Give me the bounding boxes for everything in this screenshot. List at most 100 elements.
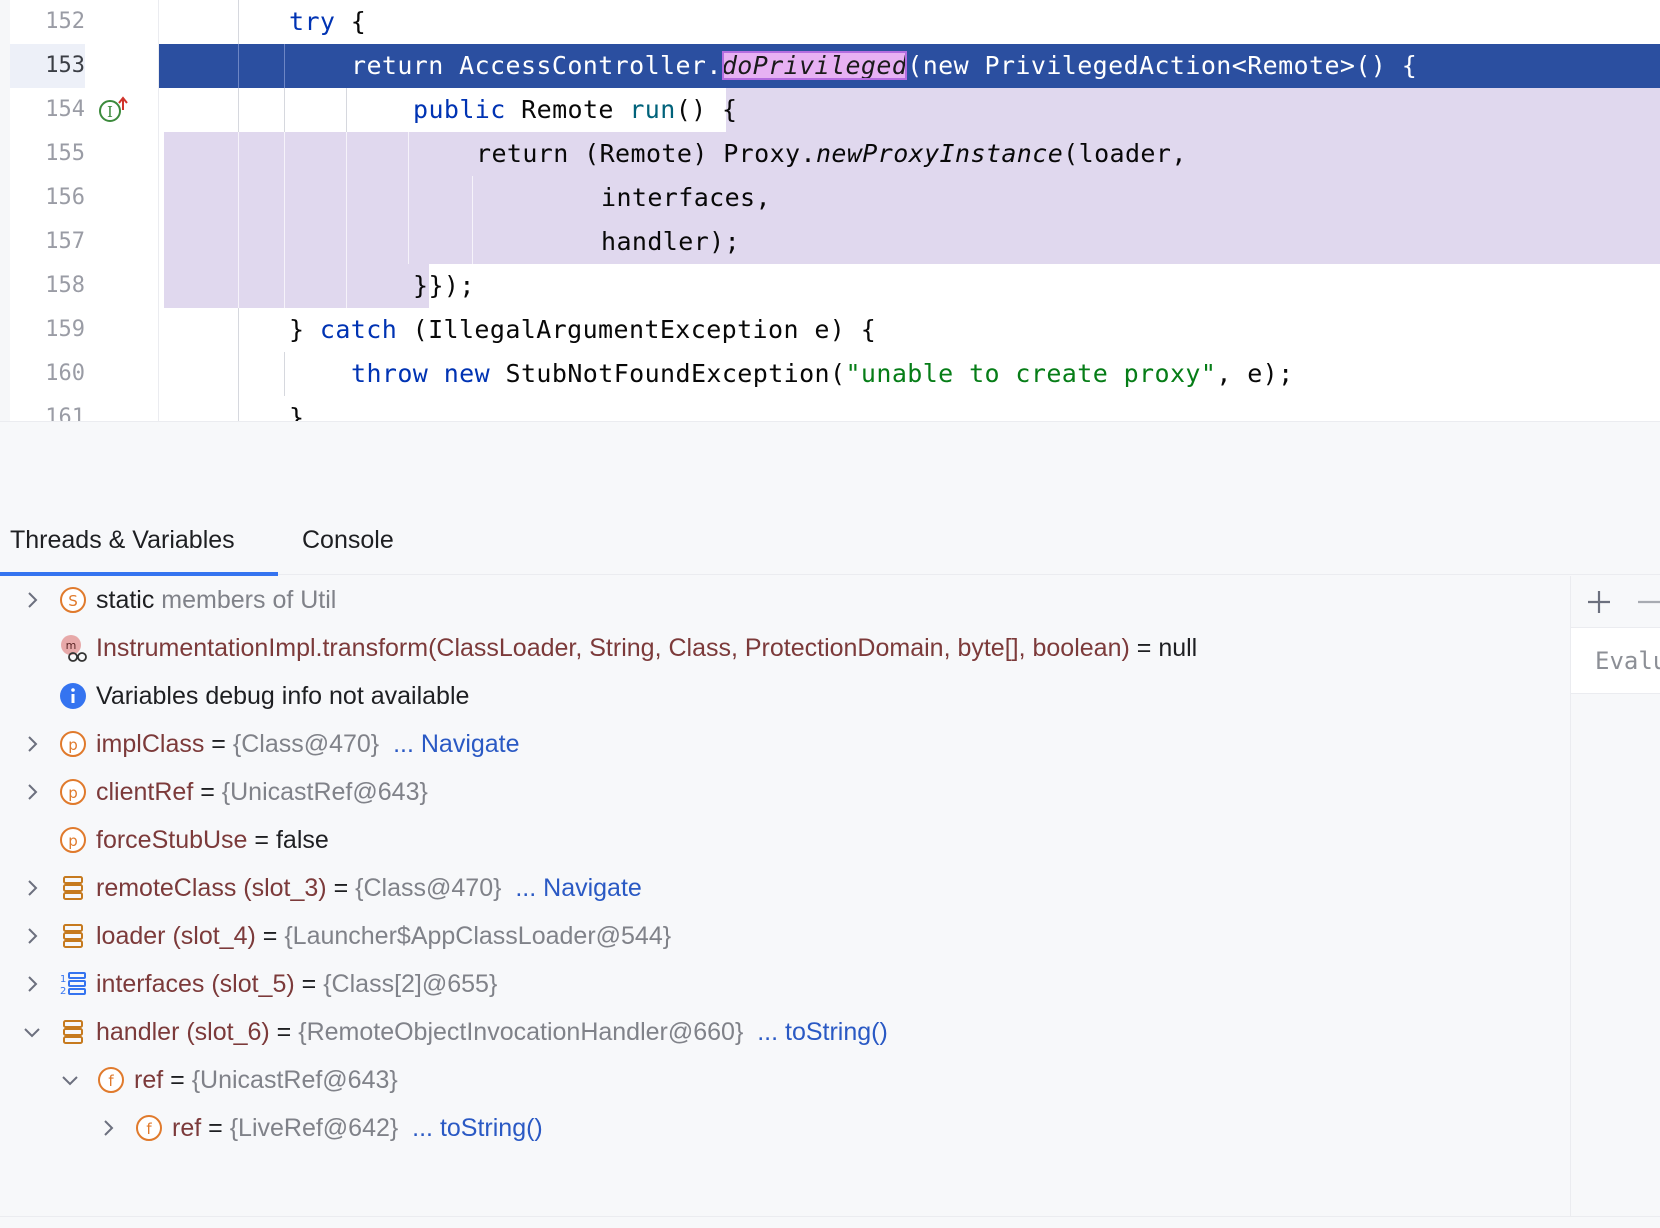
remove-watch-icon[interactable]: [1633, 586, 1660, 618]
tostring-link[interactable]: ... toString(): [412, 1114, 543, 1142]
code-line-155[interactable]: 155 return (Remote) Proxy.newProxyInstan…: [0, 132, 1660, 176]
selection-highlight: [164, 220, 1660, 264]
line-number[interactable]: 157: [45, 229, 85, 254]
tree-row-info[interactable]: Variables debug info not available: [0, 672, 1570, 720]
info-icon: [60, 683, 86, 709]
tree-row-implclass[interactable]: p implClass = {Class@470} ... Navigate: [0, 720, 1570, 768]
tree-row-ref-liveref[interactable]: f ref = {LiveRef@642} ... toString(): [0, 1104, 1570, 1152]
navigate-link[interactable]: ... Navigate: [393, 730, 520, 758]
line-number[interactable]: 159: [45, 317, 85, 342]
indent-guide: [284, 220, 285, 264]
equals-sign: =: [1129, 634, 1159, 662]
svg-text:p: p: [68, 832, 78, 850]
smart-step-target[interactable]: doPrivileged: [721, 51, 908, 80]
equals-sign: =: [204, 730, 233, 758]
array-icon: 12: [60, 972, 86, 997]
tree-row-remoteclass[interactable]: remoteClass (slot_3) = {Class@470} ... N…: [0, 864, 1570, 912]
debug-tab-bar: Threads & Variables Console: [0, 505, 1660, 576]
debug-tool-window: Threads & Variables Console S static mem…: [0, 505, 1660, 1228]
tree-row-forcestubuse[interactable]: p forceStubUse = false: [0, 816, 1570, 864]
code-lines: 152 try { 153 return AccessController.do…: [0, 0, 1660, 421]
tree-row-handler[interactable]: handler (slot_6) = {RemoteObjectInvocati…: [0, 1008, 1570, 1056]
editor-divider[interactable]: [0, 421, 1660, 422]
chevron-right-icon[interactable]: [96, 1116, 120, 1140]
code-line-160[interactable]: 160 throw new StubNotFoundException("una…: [0, 352, 1660, 396]
chevron-down-icon[interactable]: [58, 1068, 82, 1092]
equals-sign: =: [247, 826, 276, 854]
chevron-right-icon[interactable]: [20, 876, 44, 900]
field-icon: f: [136, 1115, 162, 1141]
variables-tree[interactable]: S static members of Util m Instrumentati…: [0, 576, 1570, 1216]
line-number[interactable]: 155: [45, 141, 85, 166]
indent-guide: [238, 352, 239, 396]
variable-name: implClass: [96, 730, 205, 758]
svg-text:1: 1: [60, 974, 66, 985]
indent-guide: [346, 132, 347, 176]
code-text: return (Remote) Proxy.newProxyInstance(l…: [476, 139, 1187, 168]
method-signature: InstrumentationImpl.transform(ClassLoade…: [96, 634, 1130, 662]
chevron-right-icon[interactable]: [20, 732, 44, 756]
indent-guide: [238, 0, 239, 44]
add-watch-icon[interactable]: [1583, 586, 1615, 618]
tab-console[interactable]: Console: [302, 526, 394, 554]
code-line-153-execution-point[interactable]: 153 return AccessController.doPrivileged…: [0, 44, 1660, 88]
line-number[interactable]: 153: [10, 44, 85, 88]
selection-highlight: [164, 132, 1660, 176]
code-text: try {: [289, 7, 367, 36]
gutter-separator: [158, 0, 159, 421]
chevron-right-icon[interactable]: [20, 924, 44, 948]
chevron-down-icon[interactable]: [20, 1020, 44, 1044]
selection-highlight: [164, 264, 429, 308]
line-number[interactable]: 160: [45, 361, 85, 386]
indent-guide: [238, 176, 239, 220]
code-editor[interactable]: 152 try { 153 return AccessController.do…: [0, 0, 1660, 421]
status-bar: [0, 1216, 1660, 1228]
parameter-icon: p: [60, 827, 86, 853]
line-number[interactable]: 152: [45, 9, 85, 34]
equals-sign: =: [269, 1018, 299, 1046]
code-line-161[interactable]: 161 }: [0, 396, 1660, 421]
chevron-right-icon[interactable]: [20, 588, 44, 612]
equals-sign: =: [294, 970, 324, 998]
navigate-link[interactable]: ... Navigate: [515, 874, 642, 902]
indent-guide: [346, 176, 347, 220]
code-text: }});: [413, 271, 475, 300]
evaluate-expression-field[interactable]: Evalu: [1571, 628, 1660, 694]
variable-value: {UnicastRef@643}: [221, 778, 428, 806]
tree-row-clientref[interactable]: p clientRef = {UnicastRef@643}: [0, 768, 1570, 816]
implements-method-icon[interactable]: I: [98, 96, 130, 124]
code-line-156[interactable]: 156 interfaces,: [0, 176, 1660, 220]
tree-row-ref-unicastref[interactable]: f ref = {UnicastRef@643}: [0, 1056, 1570, 1104]
code-text: return AccessController.doPrivileged(new…: [351, 51, 1418, 80]
code-text: public Remote run() {: [413, 95, 738, 124]
code-line-154[interactable]: 154 I public Remote run() {: [0, 88, 1660, 132]
svg-text:2: 2: [60, 986, 66, 997]
code-line-158[interactable]: 158 }});: [0, 264, 1660, 308]
tree-row-method-return[interactable]: m InstrumentationImpl.transform(ClassLoa…: [0, 624, 1570, 672]
indent-guide: [346, 220, 347, 264]
method-return-icon: m: [61, 635, 87, 662]
line-number[interactable]: 161: [45, 405, 85, 421]
indent-guide: [408, 220, 409, 264]
line-number[interactable]: 156: [45, 185, 85, 210]
equals-sign: =: [163, 1066, 192, 1094]
chevron-right-icon[interactable]: [20, 780, 44, 804]
tab-threads-variables[interactable]: Threads & Variables: [0, 505, 278, 576]
tree-row-loader[interactable]: loader (slot_4) = {Launcher$AppClassLoad…: [0, 912, 1570, 960]
indent-guide: [408, 176, 409, 220]
chevron-right-icon[interactable]: [20, 972, 44, 996]
indent-guide: [238, 44, 239, 88]
line-number[interactable]: 158: [45, 273, 85, 298]
code-line-152[interactable]: 152 try {: [0, 0, 1660, 44]
line-number[interactable]: 154: [45, 97, 85, 122]
svg-text:S: S: [68, 592, 78, 610]
tostring-link[interactable]: ... toString(): [757, 1018, 888, 1046]
gutter-edge: [0, 0, 10, 421]
tree-row-static-members[interactable]: S static members of Util: [0, 576, 1570, 624]
indent-guide: [238, 132, 239, 176]
field-icon: f: [98, 1067, 124, 1093]
code-line-159[interactable]: 159 } catch (IllegalArgumentException e)…: [0, 308, 1660, 352]
selection-highlight: [164, 176, 1660, 220]
code-line-157[interactable]: 157 handler);: [0, 220, 1660, 264]
